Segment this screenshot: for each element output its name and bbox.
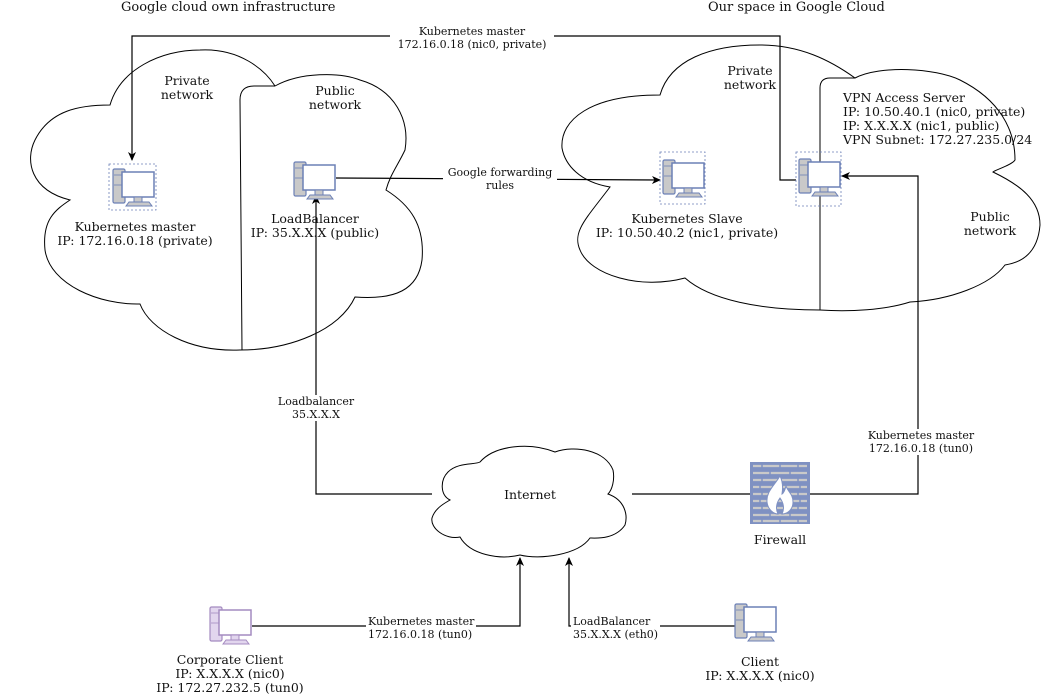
- node-line: IP: X.X.X.X (nic1, public): [843, 118, 1000, 133]
- loadbalancer-icon[interactable]: [293, 161, 336, 200]
- edge-firewall-to-vpn: [810, 172, 919, 495]
- firewall-icon[interactable]: [750, 462, 810, 524]
- edge-line: Loadbalancer: [277, 395, 355, 408]
- node-line: IP: 10.50.40.2 (nic1, private): [595, 225, 779, 240]
- corporate-client-label: Corporate Client IP: X.X.X.X (nic0) IP: …: [150, 653, 310, 695]
- node-line: IP: X.X.X.X (nic0): [705, 668, 815, 683]
- node-line: VPN Access Server: [843, 90, 965, 105]
- node-line: Client: [740, 654, 780, 669]
- edge-vpn-to-master: [128, 35, 796, 181]
- firewall-label: Firewall: [753, 532, 807, 547]
- corporate-client-icon[interactable]: [209, 606, 252, 645]
- right-cloud: [561, 44, 1041, 312]
- k8s-master-icon[interactable]: [108, 163, 157, 211]
- node-line: IP: 10.50.40.1 (nic0, private): [843, 104, 1026, 119]
- node-line: Corporate Client: [176, 652, 284, 667]
- internet-label: Internet: [504, 487, 556, 502]
- right-public-label: Public network: [960, 210, 1020, 238]
- region-line: network: [308, 97, 362, 112]
- region-line: Public: [315, 83, 355, 98]
- client-label: Client IP: X.X.X.X (nic0): [695, 655, 825, 683]
- node-line: IP: 35.X.X.X (public): [250, 225, 380, 240]
- vpn-server-label: VPN Access Server IP: 10.50.40.1 (nic0, …: [843, 91, 1032, 147]
- edge-line: Kubernetes master: [867, 429, 975, 442]
- edge-corp-to-internet: [252, 557, 524, 627]
- edge-label-corp-to-internet: Kubernetes master 172.16.0.18 (tun0): [366, 615, 477, 641]
- region-line: Public: [970, 209, 1010, 224]
- node-line: IP: 172.16.0.18 (private): [57, 233, 213, 248]
- left-public-label: Public network: [305, 84, 365, 112]
- node-line: IP: X.X.X.X (nic0): [175, 666, 285, 681]
- loadbalancer-label: LoadBalancer IP: 35.X.X.X (public): [245, 212, 385, 240]
- title-right: Our space in Google Cloud: [708, 0, 885, 15]
- internet-cloud: [431, 445, 627, 558]
- region-line: Private: [727, 63, 773, 78]
- edge-line: 172.16.0.18 (tun0): [366, 628, 477, 641]
- left-cloud: [30, 49, 423, 351]
- k8s-slave-icon[interactable]: [659, 151, 706, 205]
- right-region-divider: [819, 77, 855, 310]
- right-private-label: Private network: [720, 64, 780, 92]
- edge-line: Kubernetes master: [366, 615, 477, 628]
- edge-line: Google forwarding: [447, 166, 553, 179]
- region-line: network: [160, 87, 214, 102]
- edge-label-vpn-to-master: Kubernetes master 172.16.0.18 (nic0, pri…: [390, 25, 554, 51]
- edge-line: LoadBalancer: [571, 615, 661, 628]
- edge-line: 35.X.X.X (eth0): [571, 628, 661, 641]
- node-line: LoadBalancer: [271, 211, 359, 226]
- region-line: Private: [164, 73, 210, 88]
- left-region-divider: [239, 85, 275, 351]
- node-line: IP: 172.27.232.5 (tun0): [156, 680, 304, 695]
- edge-client-to-internet: [565, 557, 735, 627]
- edge-label-forwarding: Google forwarding rules: [443, 166, 557, 192]
- edge-label-internet-to-lb: Loadbalancer 35.X.X.X: [272, 395, 360, 421]
- edge-line: 35.X.X.X: [292, 408, 340, 421]
- edge-line: 172.16.0.18 (nic0, private): [397, 38, 547, 51]
- left-private-label: Private network: [157, 74, 217, 102]
- edge-label-client-to-internet: LoadBalancer 35.X.X.X (eth0): [571, 615, 661, 641]
- k8s-master-label: Kubernetes master IP: 172.16.0.18 (priva…: [50, 220, 220, 248]
- edge-line: rules: [485, 179, 514, 192]
- node-line: Kubernetes master: [74, 219, 196, 234]
- edge-line: 172.16.0.18 (tun0): [868, 442, 974, 455]
- region-line: network: [963, 223, 1017, 238]
- vpn-server-icon[interactable]: [795, 151, 842, 207]
- edge-line: Kubernetes master: [418, 25, 526, 38]
- node-line: VPN Subnet: 172.27.235.0/24: [843, 132, 1033, 147]
- client-icon[interactable]: [734, 603, 777, 642]
- node-line: Kubernetes Slave: [631, 211, 743, 226]
- edge-internet-to-lb: [312, 195, 432, 495]
- edge-label-firewall-to-vpn: Kubernetes master 172.16.0.18 (tun0): [862, 429, 980, 455]
- title-left: Google cloud own infrastructure: [121, 0, 336, 15]
- region-line: network: [723, 77, 777, 92]
- k8s-slave-label: Kubernetes Slave IP: 10.50.40.2 (nic1, p…: [587, 212, 787, 240]
